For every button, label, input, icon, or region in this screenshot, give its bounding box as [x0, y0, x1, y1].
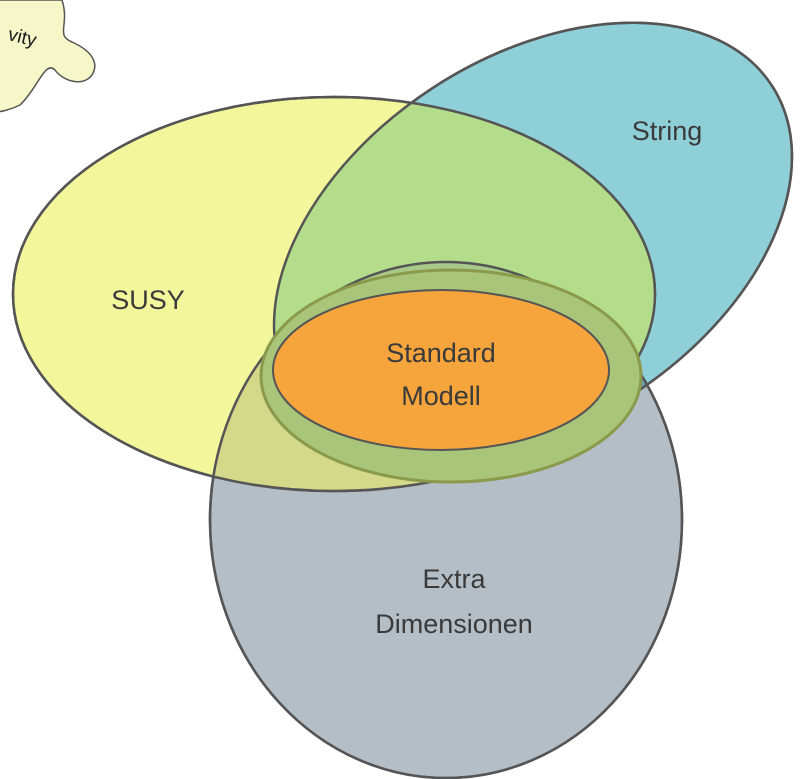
susy-outline	[11, 95, 657, 493]
label-extra-line1: Extra	[422, 564, 486, 594]
label-string: String	[632, 116, 703, 146]
label-extra-line2: Dimensionen	[375, 609, 533, 639]
label-susy: SUSY	[111, 285, 185, 315]
puzzle-piece-gravity: vity	[0, 0, 96, 113]
puzzle-shape	[0, 0, 96, 113]
standard-model-ellipse	[272, 289, 610, 451]
label-standard-line2: Modell	[401, 381, 481, 411]
extra-dimensions-outline	[208, 260, 684, 779]
label-standard-line1: Standard	[386, 338, 496, 368]
